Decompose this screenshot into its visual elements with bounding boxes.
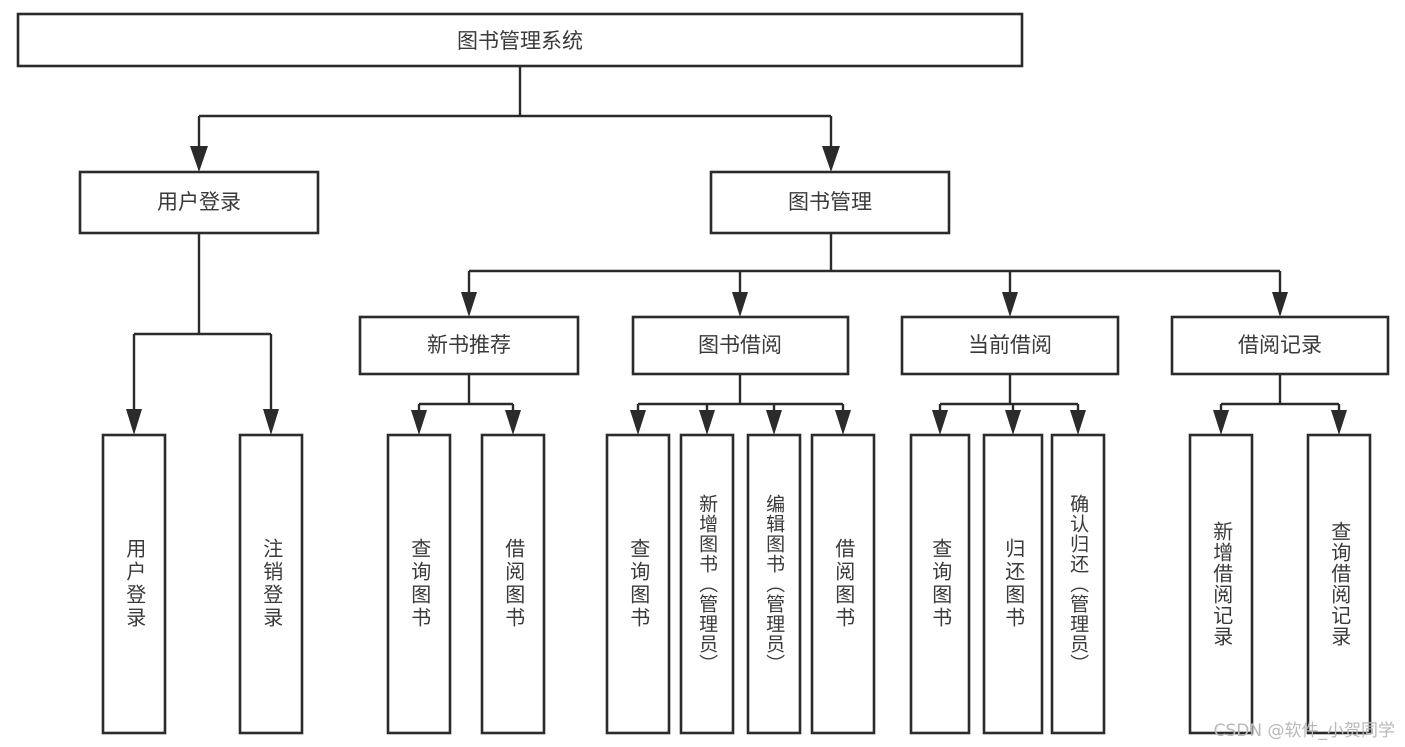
edge-bookborrow-bus: [636, 374, 845, 414]
edge-currentborrow-bus: [938, 374, 1080, 414]
arrow-to-leaf-user-login: [126, 409, 142, 435]
leaf-box-borrow-book-b[interactable]: [810, 433, 876, 735]
csdn-watermark: CSDN @软件_小贺同学: [1213, 721, 1395, 741]
arrow-to-leaf-query-book-a: [411, 410, 427, 435]
node-book-borrow[interactable]: 图书借阅: [631, 315, 850, 376]
book-management-label: 图书管理: [788, 190, 872, 214]
arrow-to-current-borrow: [1002, 292, 1018, 317]
edge-borrowrecord-bus: [1219, 374, 1341, 414]
arrow-to-leaf-logout: [263, 409, 279, 435]
node-user-login[interactable]: 用户登录: [78, 170, 320, 235]
edge-newbook-bus: [417, 374, 515, 414]
leaf-box-confirm-return[interactable]: [1050, 433, 1106, 735]
arrow-to-book-borrow: [732, 292, 748, 317]
arrow-to-leaf-borrow-book-b: [835, 410, 851, 435]
leaf-box-query-record[interactable]: [1306, 433, 1372, 735]
root-label: 图书管理系统: [457, 29, 583, 53]
new-book-recommend-box[interactable]: [358, 315, 580, 376]
edge-bookmgmt-bus: [467, 233, 1282, 296]
root-box[interactable]: [16, 12, 1024, 68]
leaf-box-query-book-b[interactable]: [605, 433, 671, 735]
arrow-to-leaf-edit-book: [766, 410, 782, 435]
arrow-to-leaf-return-book: [1005, 410, 1021, 435]
arrow-to-leaf-confirm-return: [1070, 410, 1086, 435]
current-borrow-label: 当前借阅: [968, 333, 1052, 357]
new-book-recommend-label: 新书推荐: [427, 333, 511, 357]
leaf-box-add-book[interactable]: [679, 433, 735, 735]
leaf-box-layer: [101, 433, 1372, 735]
arrow-to-leaf-query-book-c: [932, 410, 948, 435]
node-current-borrow[interactable]: 当前借阅: [900, 315, 1120, 376]
book-borrow-label: 图书借阅: [698, 333, 782, 357]
arrow-to-user-login: [190, 146, 208, 172]
borrow-record-label: 借阅记录: [1238, 333, 1322, 357]
book-borrow-box[interactable]: [631, 315, 850, 376]
leaf-box-query-book-a[interactable]: [386, 433, 452, 735]
arrow-to-book-mgmt: [822, 146, 840, 172]
node-book-management[interactable]: 图书管理: [709, 170, 951, 235]
leaf-box-logout[interactable]: [238, 433, 304, 735]
leaf-box-edit-book[interactable]: [746, 433, 802, 735]
user-login-label: 用户登录: [157, 190, 241, 214]
leaf-box-add-record[interactable]: [1188, 433, 1254, 735]
arrow-to-borrow-record: [1272, 292, 1288, 317]
arrow-to-new-book-rec: [461, 292, 477, 317]
connector-layer: [126, 66, 1347, 435]
arrow-to-leaf-borrow-book-a: [505, 410, 521, 435]
arrow-to-leaf-add-book: [699, 410, 715, 435]
node-root[interactable]: 图书管理系统: [16, 12, 1024, 68]
leaf-box-borrow-book-a[interactable]: [480, 433, 546, 735]
edge-userlogin-bus: [132, 233, 273, 412]
book-management-box[interactable]: [709, 170, 951, 235]
node-new-book-recommend[interactable]: 新书推荐: [358, 315, 580, 376]
node-borrow-record[interactable]: 借阅记录: [1170, 315, 1390, 376]
current-borrow-box[interactable]: [900, 315, 1120, 376]
arrow-to-leaf-query-record: [1331, 410, 1347, 435]
user-login-box[interactable]: [78, 170, 320, 235]
arrow-to-leaf-add-record: [1213, 410, 1229, 435]
arrow-to-leaf-query-book-b: [630, 410, 646, 435]
edge-root-bus: [197, 66, 833, 150]
leaf-box-return-book[interactable]: [982, 433, 1044, 735]
leaf-box-query-book-c[interactable]: [909, 433, 971, 735]
borrow-record-box[interactable]: [1170, 315, 1390, 376]
leaf-box-user-login[interactable]: [101, 433, 167, 735]
